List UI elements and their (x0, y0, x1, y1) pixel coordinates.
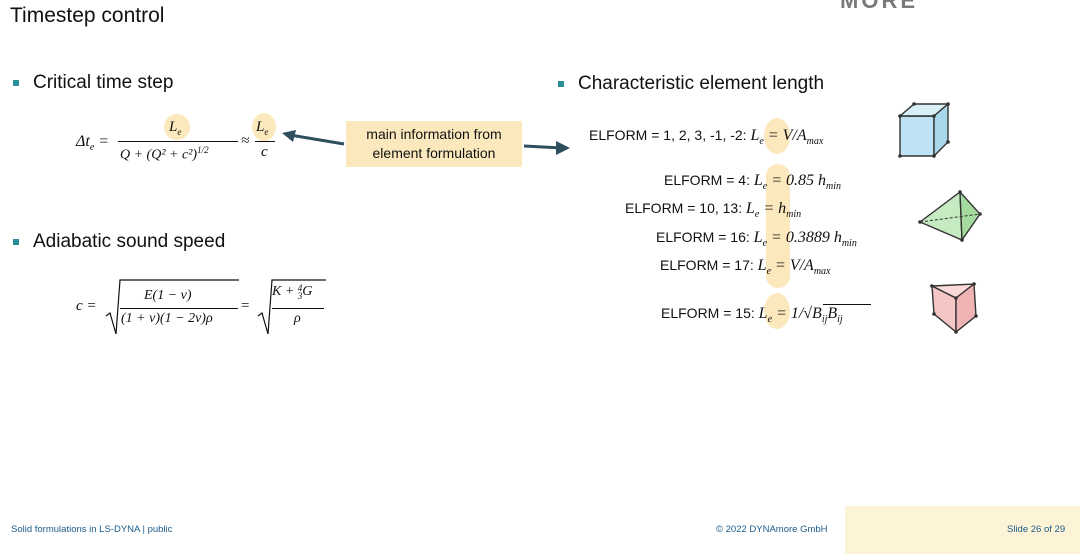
elform-label: ELFORM = 10, 13: (625, 200, 743, 216)
footer-highlight-box (845, 506, 1080, 554)
elform-row-5: ELFORM = 17: Le = V/Amax (660, 257, 830, 277)
eq-c-numerator: E(1 − ν) (144, 288, 192, 303)
footer-copyright: © 2022 DYNAmore GmbH (716, 524, 828, 535)
elform-eq: Le = 1/√BijBij (758, 305, 843, 326)
logo: MORE (840, 0, 918, 13)
elform-row-4: ELFORM = 16: Le = 0.3889 hmin (656, 229, 857, 249)
hexahedron-icon (898, 102, 950, 158)
elform-label: ELFORM = 16: (656, 229, 750, 245)
arrow-left-line (289, 133, 345, 146)
elform-eq: Le = V/Amax (757, 257, 831, 278)
highlight-le-column (766, 164, 790, 288)
callout-element-formulation: main information from element formulatio… (346, 121, 522, 167)
slide-number: Slide 26 of 29 (1007, 524, 1066, 535)
highlight-le-row6 (764, 293, 790, 329)
eq-numerator: Le (169, 119, 182, 137)
eq-c-lhs: c = (76, 298, 97, 314)
eq-critical-timestep: Δte = Le Q + (Q² + c²)1/2 ≈ Le c (76, 113, 296, 173)
bullet-critical-time-step: Critical time step (13, 72, 173, 94)
eq-denominator: Q + (Q² + c²)1/2 (120, 145, 209, 163)
eq-c-equals: = (240, 298, 251, 314)
bullet-square-icon (13, 80, 19, 86)
fraction-bar (118, 141, 238, 142)
bullet-square-icon (13, 239, 19, 245)
highlight-le-1 (164, 114, 190, 140)
eq-approx: ≈ (241, 133, 250, 149)
callout-arrows (282, 130, 570, 155)
highlight-le-row1 (764, 118, 790, 154)
elform-label: ELFORM = 17: (660, 257, 754, 273)
tetrahedron-icon (918, 190, 982, 243)
bullet-square-icon (558, 81, 564, 87)
footer-title: Solid formulations in LS-DYNA | public (11, 524, 173, 535)
elform-eq: Le = 0.85 hmin (753, 172, 842, 193)
fraction-bar-c (120, 308, 238, 309)
pentahedron-icon (929, 282, 978, 334)
arrow-right-line (523, 144, 563, 150)
callout-line-1: main information from (366, 126, 502, 142)
eq-lhs: Δte = (76, 133, 110, 154)
sqrt-sign-2 (257, 279, 326, 335)
sqrt-sign (105, 279, 239, 335)
elform-eq: Le = V/Amax (750, 127, 824, 148)
elform-label: ELFORM = 1, 2, 3, -1, -2: (589, 127, 747, 143)
bullet-adiabatic-sound-speed: Adiabatic sound speed (13, 231, 225, 253)
elform-row-2: ELFORM = 4: Le = 0.85 hmin (664, 172, 841, 192)
eq-c-denominator: (1 + ν)(1 − 2ν)ρ (121, 311, 213, 326)
callout-line-2: element formulation (372, 145, 496, 161)
elform-eq: Le = hmin (746, 200, 802, 221)
elform-label: ELFORM = 15: (661, 305, 755, 321)
fraction-bar-2 (255, 141, 275, 142)
highlight-le-2 (252, 113, 276, 141)
bullet-characteristic-length: Characteristic element length (558, 73, 824, 95)
arrow-right-head (556, 141, 570, 155)
eq-numerator-2: Le (256, 119, 269, 137)
sqrt-overline (823, 304, 871, 305)
elform-row-1: ELFORM = 1, 2, 3, -1, -2: Le = V/Amax (589, 127, 823, 147)
page-title: Timestep control (10, 4, 165, 27)
eq-c-denominator-2: ρ (294, 311, 301, 326)
elform-row-3: ELFORM = 10, 13: Le = hmin (625, 200, 801, 220)
arrow-left-head (282, 130, 296, 142)
elform-label: ELFORM = 4: (664, 172, 750, 188)
elform-row-6: ELFORM = 15: Le = 1/√BijBij (661, 305, 843, 325)
eq-denominator-2: c (261, 144, 268, 160)
fraction-bar-c2 (272, 308, 324, 309)
elform-eq: Le = 0.3889 hmin (753, 229, 857, 250)
